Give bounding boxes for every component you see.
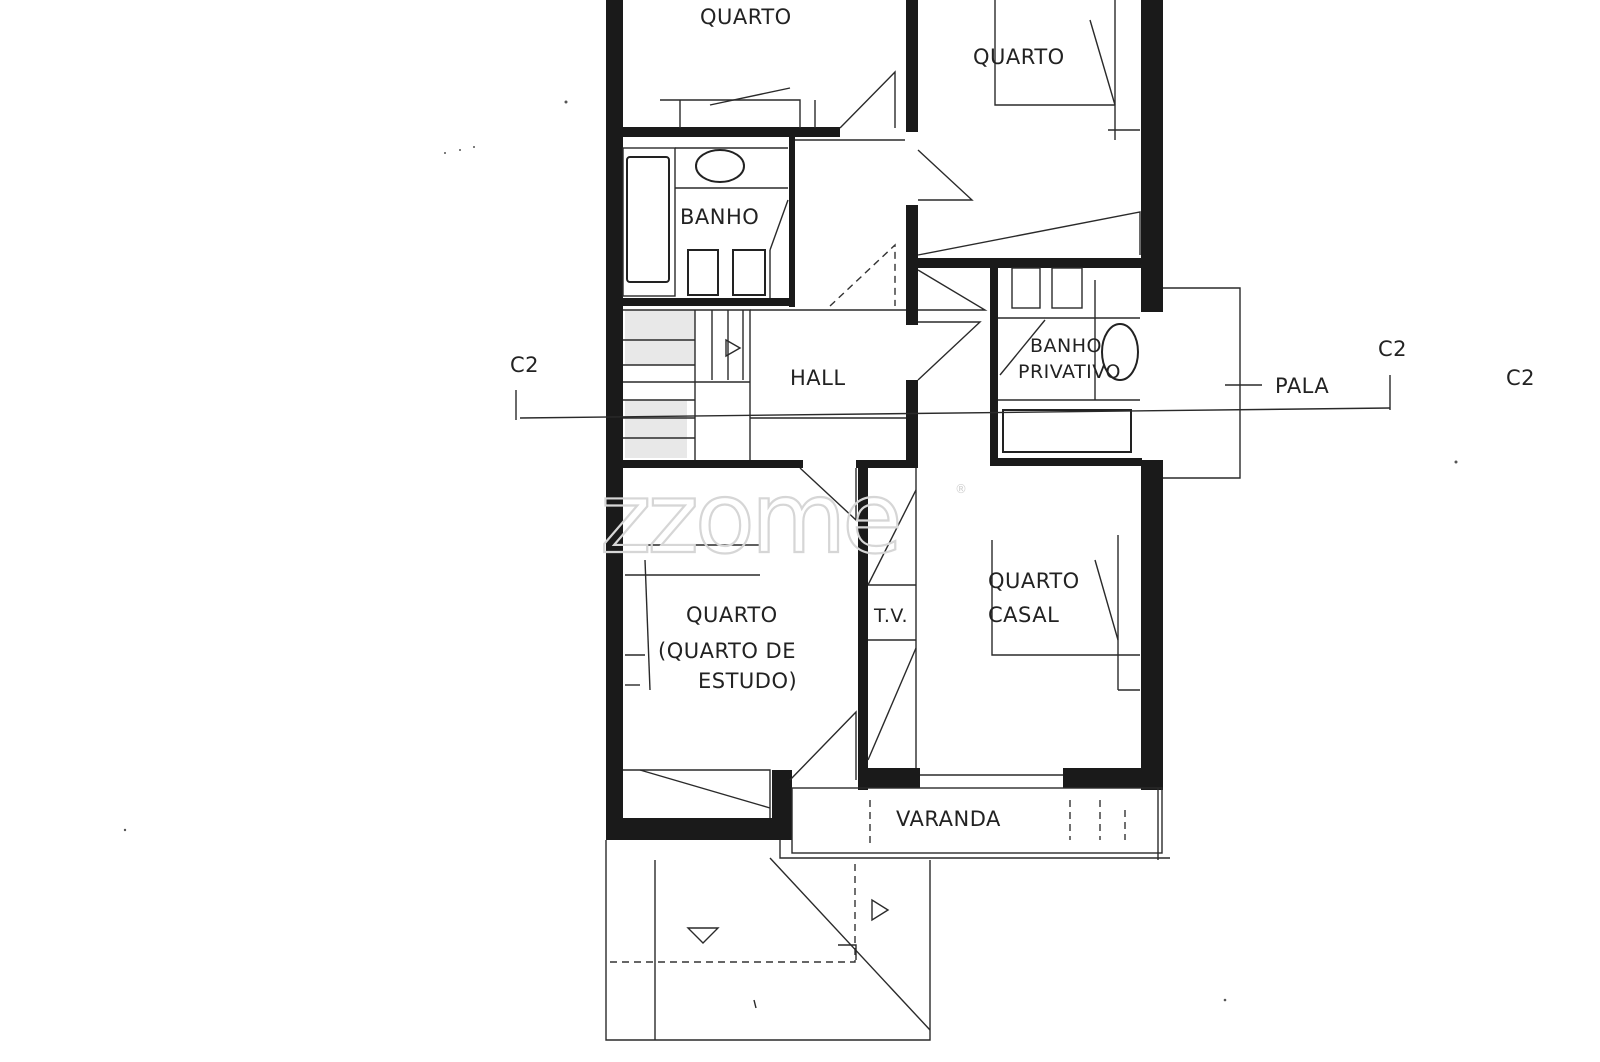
label-hall: HALL [790, 366, 846, 390]
fixtures-and-doors [515, 0, 1391, 1041]
label-section-far-right: C2 [1506, 366, 1535, 390]
watermark-text: zzome [600, 462, 899, 576]
label-banho: BANHO [680, 205, 759, 229]
room-labels: QUARTO QUARTO BANHO HALL BANHO PRIVATIVO… [510, 5, 1535, 831]
label-pala: PALA [1275, 374, 1329, 398]
label-quarto-top-left: QUARTO [700, 5, 792, 29]
label-quarto-estudo-2: (QUARTO DE [658, 639, 796, 663]
label-banho-privativo-2: PRIVATIVO [1018, 361, 1121, 383]
scan-specks [123, 100, 1458, 1002]
label-quarto-casal-1: QUARTO [988, 569, 1080, 593]
label-tv: T.V. [873, 605, 908, 627]
label-section-right: C2 [1378, 337, 1407, 361]
walls [606, 0, 1163, 840]
label-quarto-casal-2: CASAL [988, 603, 1059, 627]
label-varanda: VARANDA [896, 807, 1001, 831]
label-banho-privativo-1: BANHO [1030, 335, 1102, 357]
label-quarto-top-right: QUARTO [973, 45, 1065, 69]
label-section-left: C2 [510, 353, 539, 377]
label-quarto-estudo-3: ESTUDO) [698, 669, 797, 693]
label-quarto-estudo-1: QUARTO [686, 603, 778, 627]
watermark: zzome ® [599, 461, 967, 577]
watermark-mark: ® [955, 482, 967, 496]
